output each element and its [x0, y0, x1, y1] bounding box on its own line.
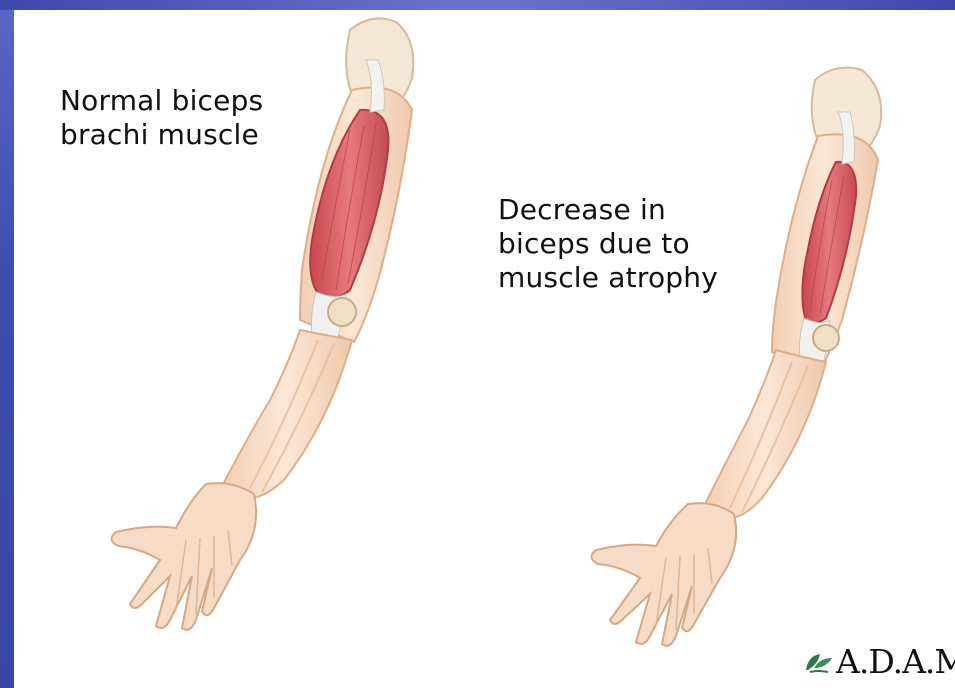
leaf-icon — [804, 650, 834, 674]
logo-text: A.D.A.M. — [836, 642, 955, 681]
caption-atrophy: Decrease in biceps due to muscle atrophy — [498, 193, 718, 295]
adam-logo: A.D.A.M. — [804, 642, 955, 681]
caption-normal-biceps: Normal biceps brachi muscle — [60, 84, 263, 152]
atrophy-arm — [591, 68, 881, 646]
